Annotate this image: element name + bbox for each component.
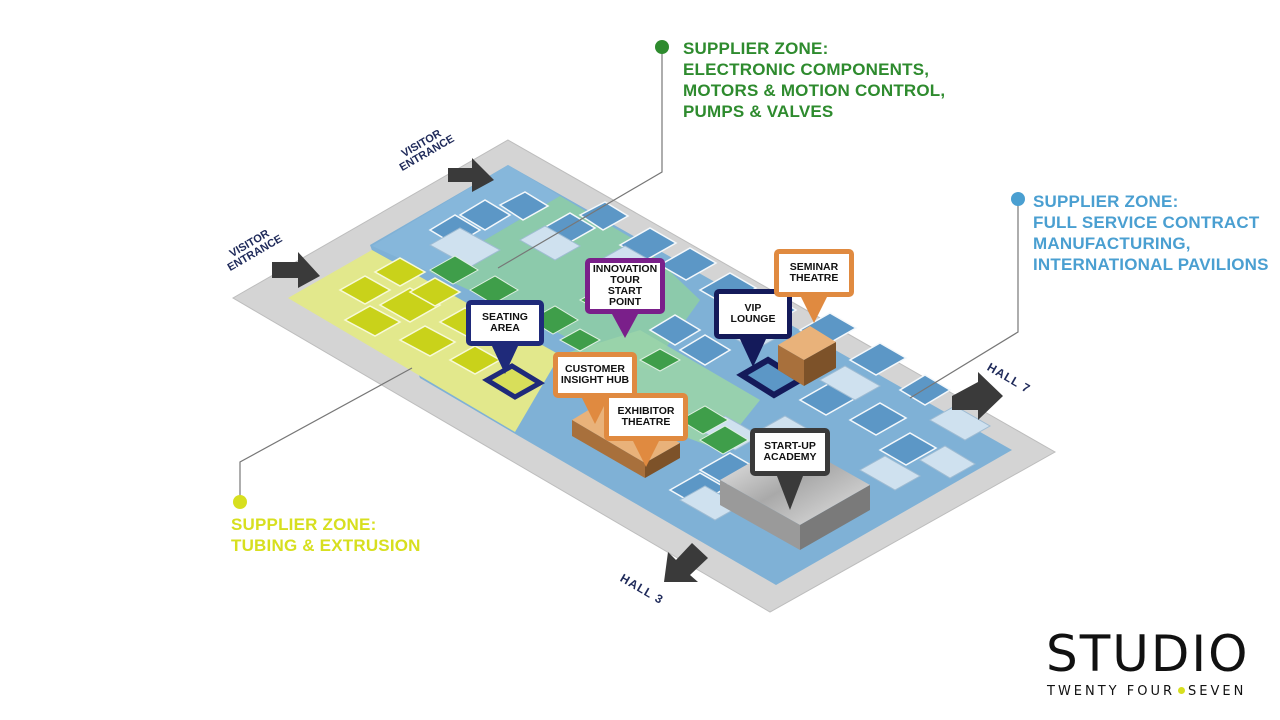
- green-zone-line-3: PUMPS & VALVES: [683, 102, 834, 121]
- hall7-arrow: [952, 372, 1003, 420]
- yellow-stands: [338, 257, 502, 375]
- entrance-arrow-top: [448, 158, 494, 192]
- green-zone-line-1: ELECTRONIC COMPONENTS,: [683, 60, 930, 79]
- seminar-theatre-marker[interactable]: SEMINAR THEATRE: [774, 249, 854, 323]
- logo-dot-icon: [1178, 687, 1186, 694]
- yellow-zone-title: SUPPLIER ZONE:: [231, 515, 377, 534]
- innovation-marker-line-3: POINT: [608, 296, 642, 308]
- innovation-tour-marker[interactable]: INNOVATION TOUR START POINT: [585, 258, 665, 338]
- studio-logo-subtitle: TWENTY FOUR SEVEN: [1047, 684, 1246, 699]
- yellow-zone-dot: [233, 495, 247, 509]
- customer-insight-hub-marker[interactable]: CUSTOMER INSIGHT HUB: [553, 352, 637, 424]
- customer-marker-line-1: CUSTOMER: [565, 363, 625, 375]
- seminar-marker-line-1: SEMINAR: [789, 261, 839, 273]
- startup-marker-line-1: START-UP: [764, 440, 816, 452]
- blue-zone-title: SUPPLIER ZONE:: [1033, 192, 1179, 211]
- exhibitor-theatre-marker[interactable]: EXHIBITOR THEATRE: [604, 393, 688, 467]
- callout-lines: [239, 48, 1019, 500]
- seating-marker-line-1: SEATING: [482, 311, 528, 323]
- blue-zone-line-3: INTERNATIONAL PAVILIONS: [1033, 255, 1269, 274]
- hall3-arrow: [664, 543, 708, 582]
- green-zone-dot: [655, 40, 669, 54]
- innovation-marker-line-1: INNOVATION: [592, 263, 658, 275]
- entrance-arrow-left: [272, 252, 320, 288]
- green-zone-title: SUPPLIER ZONE:: [683, 39, 829, 58]
- seminar-marker-line-2: THEATRE: [789, 272, 839, 284]
- blue-supplier-zone-label: SUPPLIER ZONE: FULL SERVICE CONTRACT MAN…: [1033, 191, 1269, 275]
- green-supplier-zone-label: SUPPLIER ZONE: ELECTRONIC COMPONENTS, MO…: [683, 38, 945, 122]
- logo-sub-right: SEVEN: [1188, 684, 1247, 699]
- seating-area-marker[interactable]: SEATING AREA: [466, 300, 544, 374]
- green-zone-line-2: MOTORS & MOTION CONTROL,: [683, 81, 946, 100]
- start-up-academy-marker[interactable]: START-UP ACADEMY: [750, 428, 830, 510]
- vip-marker-line-1: VIP: [744, 302, 762, 314]
- vip-marker-line-2: LOUNGE: [730, 313, 776, 325]
- blue-zone-dot: [1011, 192, 1025, 206]
- exhibitor-marker-line-2: THEATRE: [621, 416, 671, 428]
- logo-sub-left: TWENTY FOUR: [1047, 684, 1176, 699]
- seating-marker-line-2: AREA: [490, 322, 520, 334]
- blue-zone-line-2: MANUFACTURING,: [1033, 234, 1191, 253]
- yellow-zone-line-1: TUBING & EXTRUSION: [231, 536, 421, 555]
- customer-marker-line-2: INSIGHT HUB: [560, 374, 630, 386]
- yellow-supplier-zone-label: SUPPLIER ZONE: TUBING & EXTRUSION: [231, 514, 421, 556]
- vip-lounge-marker[interactable]: VIP LOUNGE: [714, 289, 792, 367]
- innovation-marker-line-2: TOUR START: [607, 274, 643, 297]
- seminar-theatre-block: [778, 326, 836, 386]
- startup-marker-line-2: ACADEMY: [763, 451, 817, 463]
- studio-logo: STUDIO: [1046, 625, 1250, 683]
- exhibitor-marker-line-1: EXHIBITOR: [617, 405, 675, 417]
- blue-zone-line-1: FULL SERVICE CONTRACT: [1033, 213, 1260, 232]
